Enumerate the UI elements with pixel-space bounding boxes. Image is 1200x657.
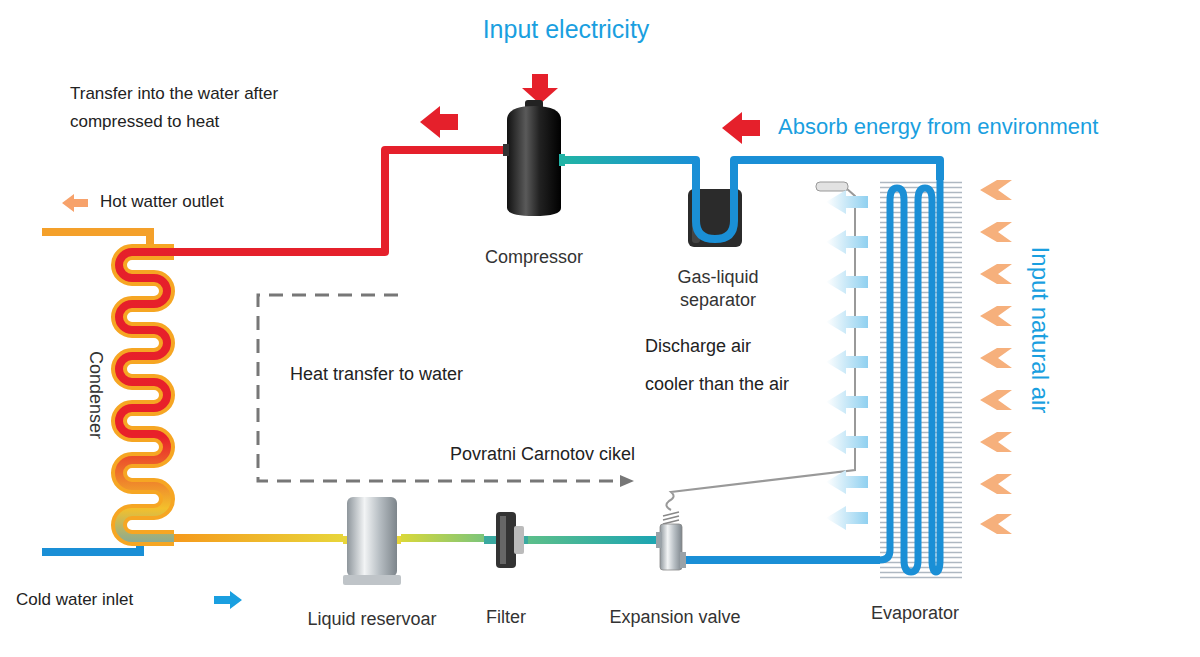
component-label: Condenser: [85, 351, 108, 439]
compressor: Compressor: [503, 100, 565, 218]
cycle-arrowhead: [620, 475, 634, 487]
component-label: Expansion valve: [609, 606, 740, 629]
condenser: Condenser: [112, 238, 174, 568]
liquid-reservoir-drawing: [343, 497, 401, 585]
component-label: Filter: [486, 606, 526, 629]
refrigerant-pipe: [692, 556, 880, 564]
component-label: Compressor: [485, 246, 583, 269]
annotation-label: Heat transfer to water: [290, 364, 463, 386]
annotation-label: Cold water inlet: [16, 590, 133, 610]
refrigerant-pipe: [174, 534, 343, 542]
liquid-reservoir: Liquid reservoar: [343, 497, 401, 585]
component-label: Gas-liquid separator: [662, 266, 774, 311]
evaporator-drawing: [880, 180, 962, 580]
annotation-label: Input electricity: [483, 14, 650, 44]
cold-water-pipe: [42, 544, 140, 552]
component-label: Liquid reservoar: [307, 608, 436, 631]
component-label: Evaporator: [871, 602, 959, 625]
compressor-drawing: [503, 100, 565, 218]
filter-drawing: [484, 512, 528, 568]
refrigerant-pipe: [528, 536, 650, 544]
sensor-bulb: [816, 182, 848, 191]
natural-air-arrows: [980, 180, 1012, 534]
expansion-valve-drawing: [650, 512, 692, 578]
gas-liquid-separator: Gas-liquid separator: [688, 183, 742, 247]
annotation-label: Transfer into the water after compressed…: [70, 80, 310, 136]
heat-out-arrow: [420, 106, 458, 138]
expansion-valve: Expansion valve: [650, 512, 692, 578]
annotation-label: Povratni Carnotov cikel: [450, 444, 635, 466]
refrigerant-pipe: [734, 160, 940, 183]
evaporator: Evaporator: [880, 180, 962, 580]
energy-in-arrow: [722, 112, 760, 144]
annotation-label: Absorb energy from environment: [778, 114, 1098, 140]
cool-air-arrows: [826, 190, 868, 530]
gas-liquid-separator-drawing: [688, 183, 742, 247]
filter: Filter: [484, 512, 528, 568]
annotation-label: Input natural air: [1026, 247, 1055, 414]
hot-water-arrow: [62, 194, 88, 212]
cold-water-arrow: [214, 591, 242, 609]
annotation-label: Discharge air cooler than the air: [645, 327, 797, 403]
refrigerant-pipe: [565, 160, 696, 183]
refrigerant-pipe: [401, 534, 484, 542]
condenser-drawing: [112, 238, 174, 568]
annotation-label: Hot watter outlet: [100, 192, 224, 212]
electricity-arrow: [522, 74, 558, 104]
